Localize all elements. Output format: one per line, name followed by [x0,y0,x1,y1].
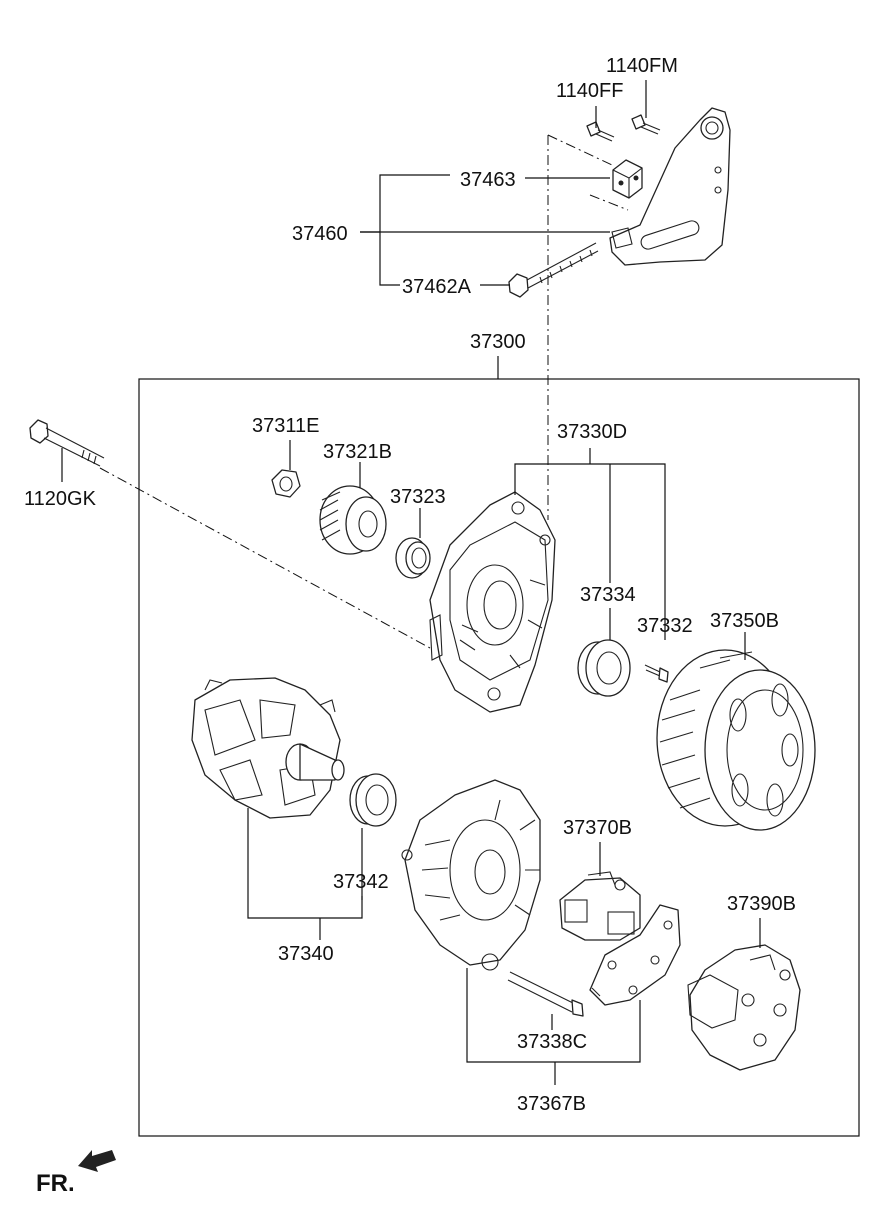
bolt-1140fm [631,114,661,135]
spacer-37323 [395,537,431,579]
label-37323: 37323 [390,486,446,508]
bearing-37334 [577,639,631,697]
label-37311e: 37311E [252,415,319,437]
label-37350b: 37350B [710,610,779,632]
label-37342: 37342 [333,871,389,893]
label-37460: 37460 [292,223,348,245]
front-housing-37330d [429,491,556,713]
front-direction-arrow-icon [78,1150,116,1172]
label-37300: 37300 [470,331,526,353]
assembly-frame [138,378,860,1137]
bolt-37338c [507,971,584,1017]
rotor-37340 [191,677,345,819]
regulator-37370b [559,871,641,941]
label-37367b: 37367B [517,1093,586,1115]
spacer-block [612,159,643,199]
nut-37311e [271,469,301,498]
label-37330d: 37330D [557,421,627,443]
label-1140ff: 1140FF [556,80,623,102]
label-37340: 37340 [278,943,334,965]
bearing-37342 [349,773,397,827]
label-37463: 37463 [460,169,516,191]
pulley-37321b [319,485,387,555]
stator-37350b [656,649,816,831]
alternator-bracket [609,107,731,266]
label-37462a: 37462A [402,276,472,298]
through-bolt-1120gk [29,419,105,467]
label-37332: 37332 [637,615,693,637]
front-marker: FR. [36,1170,75,1197]
rear-cover-37390b [687,944,801,1071]
label-1120gk: 1120GK [24,488,97,510]
label-37370b: 37370B [563,817,632,839]
rear-housing [401,779,541,971]
label-37321b: 37321B [323,441,392,463]
rectifier-assembly [589,904,681,1006]
bolt-37462a [508,242,599,298]
label-37334: 37334 [580,584,636,606]
label-37390b: 37390B [727,893,796,915]
label-1140fm: 1140FM [606,55,678,77]
screw-37332 [644,664,669,683]
bolt-1140ff [586,121,615,142]
label-37338c: 37338C [517,1031,587,1053]
